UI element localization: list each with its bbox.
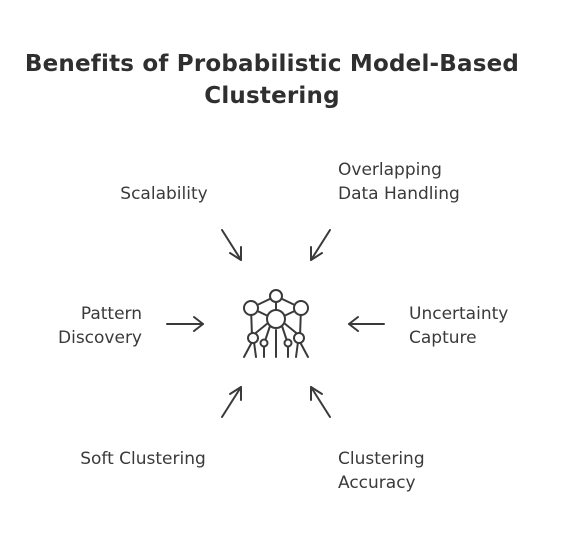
benefit-overlap-line-1: Overlapping: [338, 160, 442, 180]
benefit-pattern-discovery: Pattern Discovery: [40, 302, 142, 350]
benefit-overlap-line-2: Data Handling: [338, 184, 460, 204]
arrow-uncertainty: [348, 316, 385, 332]
benefit-scalability: Scalability: [100, 182, 228, 206]
title-line-1: Benefits of Probabilistic Model-Based: [24, 51, 520, 77]
benefit-clustering-accuracy: Clustering Accuracy: [338, 447, 468, 495]
network-model-icon: [243, 289, 309, 358]
benefit-overlapping-data-handling: Overlapping Data Handling: [338, 158, 518, 206]
benefit-uncertainty-line-1: Uncertainty: [409, 304, 509, 324]
benefit-pattern-line-2: Discovery: [58, 328, 142, 348]
benefit-scalability-line-1: Scalability: [120, 184, 208, 204]
arrow-scalability: [221, 229, 242, 261]
arrow-overlap: [310, 229, 331, 261]
benefit-uncertainty-line-2: Capture: [409, 328, 477, 348]
arrow-pattern: [166, 316, 204, 332]
benefit-soft-line-1: Soft Clustering: [80, 449, 206, 469]
diagram-title: Benefits of Probabilistic Model-Based Cl…: [20, 48, 524, 112]
benefit-soft-clustering: Soft Clustering: [60, 447, 226, 471]
benefit-accuracy-line-2: Accuracy: [338, 473, 416, 493]
title-line-2: Clustering: [204, 83, 340, 109]
benefit-accuracy-line-1: Clustering: [338, 449, 425, 469]
arrow-soft: [221, 386, 242, 418]
arrow-accuracy: [310, 386, 331, 418]
benefit-uncertainty-capture: Uncertainty Capture: [409, 302, 539, 350]
benefit-pattern-line-1: Pattern: [80, 304, 142, 324]
